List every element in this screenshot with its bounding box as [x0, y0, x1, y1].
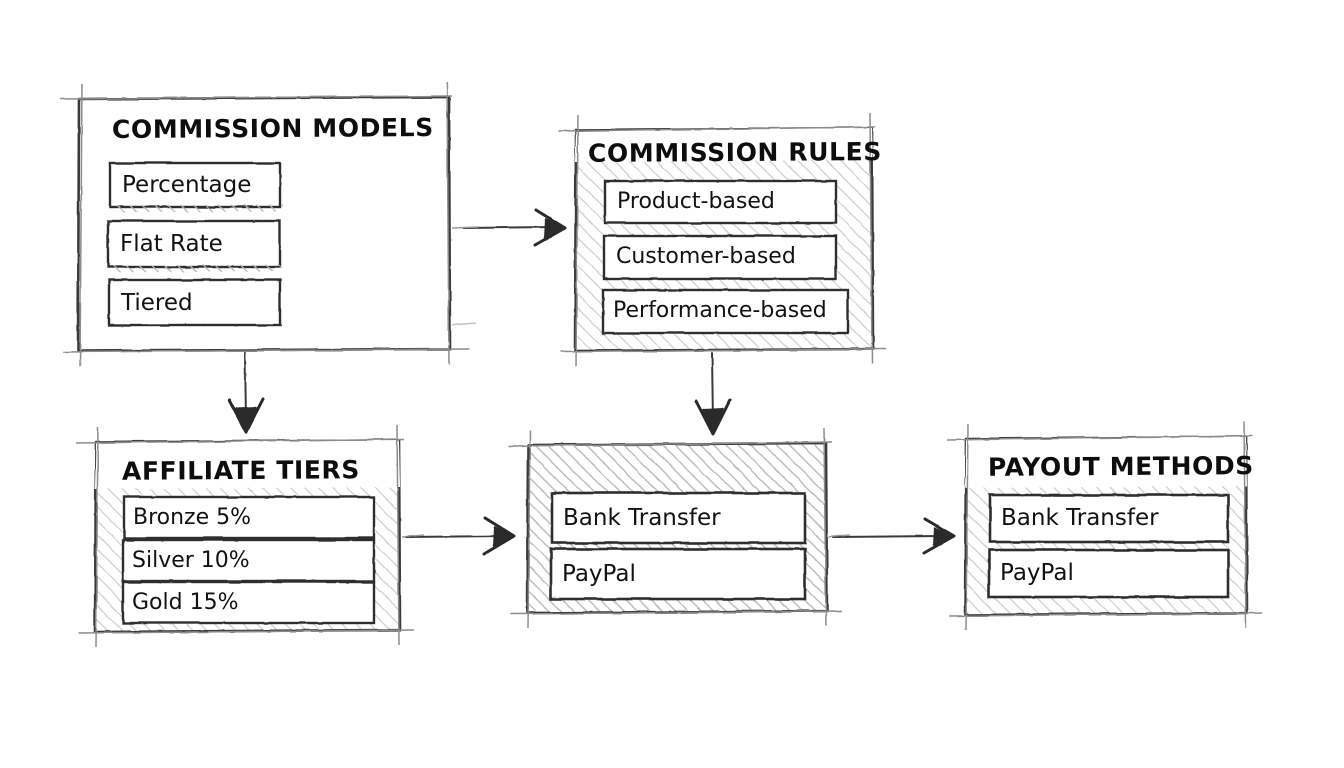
node-title-commission-rules: COMMISSION RULES — [587, 137, 882, 168]
node-title-affiliate-tiers: AFFILIATE TIERS — [121, 455, 361, 486]
item-label-flat-rate[interactable]: Flat Rate — [120, 231, 223, 257]
item-paypal-processing — [549, 547, 807, 601]
node-payout-methods — [946, 421, 1263, 631]
node-affiliate-tiers — [75, 424, 425, 648]
item-performance-based — [601, 288, 850, 335]
item-silver — [121, 538, 376, 583]
item-gold — [121, 580, 376, 625]
item-label-percentage[interactable]: Percentage — [122, 172, 252, 198]
item-label-paypal-processing[interactable]: PayPal — [562, 561, 636, 587]
item-tiered — [107, 278, 282, 327]
item-bank-transfer-processing — [550, 491, 807, 545]
node-title-payout-methods: PAYOUT METHODS — [987, 451, 1254, 482]
item-label-performance-based[interactable]: Performance-based — [613, 298, 827, 323]
node-title-commission-models: COMMISSION MODELS — [111, 113, 434, 144]
item-bronze — [122, 495, 376, 540]
edge-rules-to-payment — [694, 352, 732, 436]
item-percentage — [108, 161, 284, 213]
item-paypal-payout — [987, 548, 1230, 599]
item-label-tiered[interactable]: Tiered — [121, 290, 193, 316]
item-label-gold[interactable]: Gold 15% — [132, 590, 239, 615]
item-label-product-based[interactable]: Product-based — [617, 189, 775, 214]
item-label-bronze[interactable]: Bronze 5% — [133, 505, 252, 530]
item-customer-based — [602, 234, 838, 281]
item-product-based — [603, 179, 838, 225]
item-label-bank-transfer-payout[interactable]: Bank Transfer — [1001, 505, 1159, 531]
item-label-silver[interactable]: Silver 10% — [132, 548, 250, 573]
item-label-paypal-payout[interactable]: PayPal — [1000, 560, 1074, 586]
edge-tiers-to-payment — [405, 516, 516, 556]
item-label-bank-transfer-processing[interactable]: Bank Transfer — [563, 505, 721, 531]
node-payment-processing — [507, 427, 851, 629]
item-bank-transfer-payout — [988, 493, 1230, 544]
node-commission-models — [59, 81, 479, 367]
item-label-customer-based[interactable]: Customer-based — [616, 244, 796, 269]
edge-payment-to-payout — [832, 517, 956, 555]
edge-models-to-tiers — [227, 352, 265, 434]
node-commission-rules — [557, 112, 887, 367]
edge-models-to-rules — [462, 208, 567, 247]
item-flat-rate — [106, 219, 282, 273]
